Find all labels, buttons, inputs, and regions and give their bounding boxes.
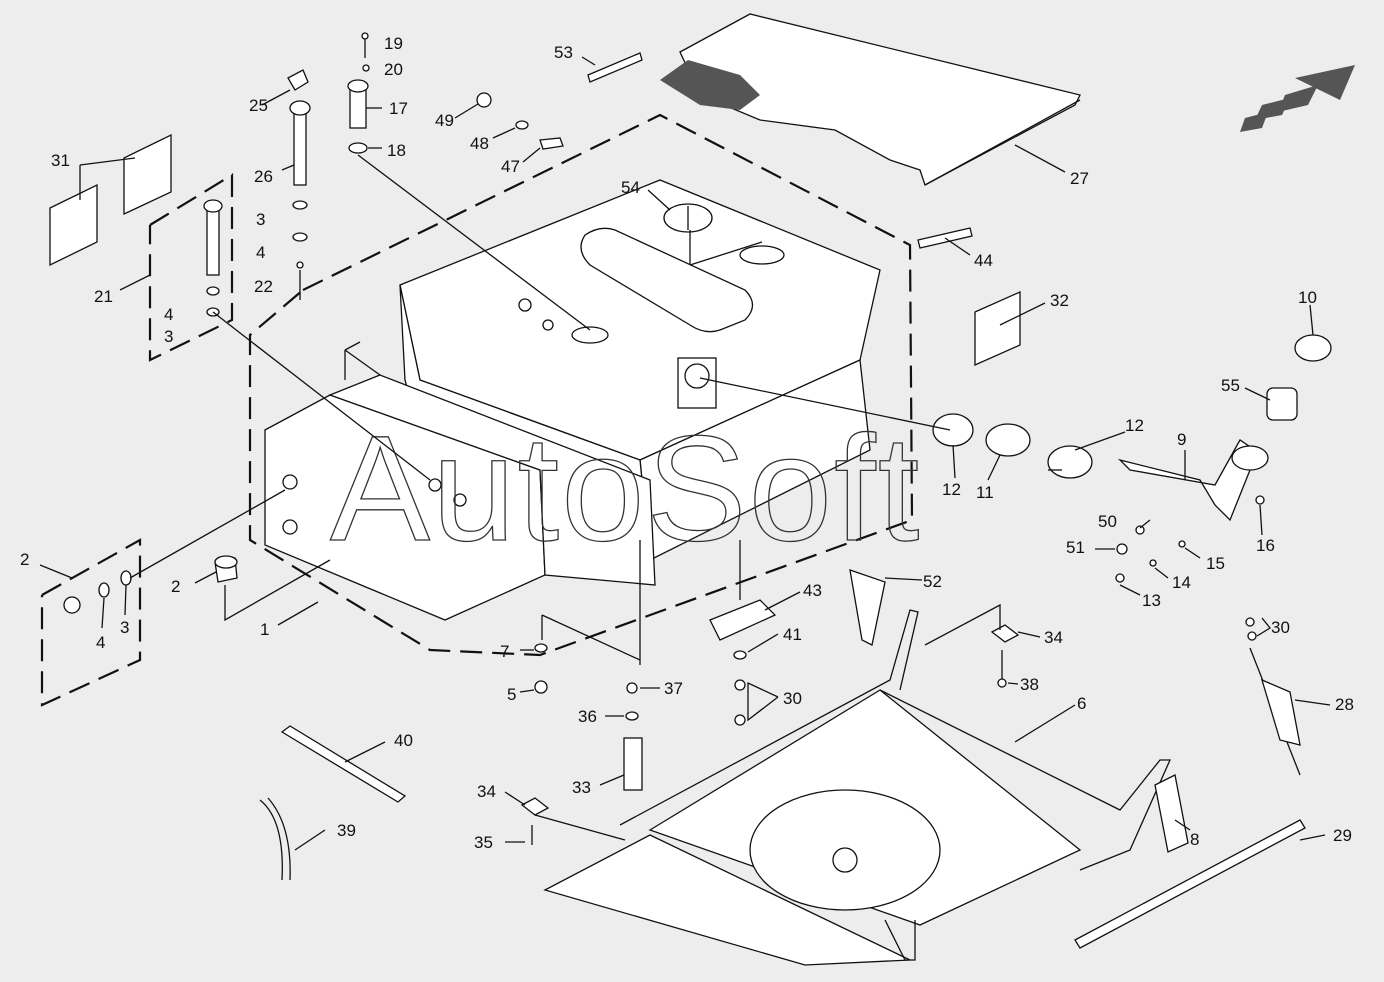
callout-15: 15 [1206,554,1225,573]
callout-21: 21 [94,287,113,306]
callout-10: 10 [1298,288,1317,307]
callout-34b: 34 [477,782,496,801]
callout-39: 39 [337,821,356,840]
callout-51: 51 [1066,538,1085,557]
callout-26: 26 [254,167,273,186]
callout-50: 50 [1098,512,1117,531]
floor-plate [660,13,1081,186]
callout-3b: 3 [164,327,173,346]
callout-32: 32 [1050,291,1069,310]
callout-34a: 34 [1044,628,1063,647]
callout-3c: 3 [120,618,129,637]
callout-12b: 12 [1125,416,1144,435]
callout-4c: 4 [96,633,105,652]
callout-4a: 4 [256,243,265,262]
callout-38: 38 [1020,675,1039,694]
callout-6: 6 [1077,694,1086,713]
callout-37: 37 [664,679,683,698]
callout-28: 28 [1335,695,1354,714]
callout-22: 22 [254,277,273,296]
callout-5: 5 [507,685,516,704]
callout-25: 25 [249,96,268,115]
callout-27: 27 [1070,169,1089,188]
callout-13: 13 [1142,591,1161,610]
callout-16: 16 [1256,536,1275,555]
callout-33: 33 [572,778,591,797]
callout-12a: 12 [942,480,961,499]
callout-9: 9 [1177,430,1186,449]
callout-19: 19 [384,34,403,53]
callout-54: 54 [621,178,640,197]
callout-7: 7 [500,642,509,661]
callout-17: 17 [389,99,408,118]
callout-48: 48 [470,134,489,153]
callout-55: 55 [1221,376,1240,395]
direction-arrow-icon [1240,65,1355,132]
callout-44: 44 [974,251,993,270]
callout-47: 47 [501,157,520,176]
callout-20: 20 [384,60,403,79]
callout-29: 29 [1333,826,1352,845]
callout-30a: 30 [783,689,802,708]
callout-2b: 2 [171,577,180,596]
callout-43: 43 [803,581,822,600]
callout-11: 11 [976,483,994,502]
callout-8: 8 [1190,830,1199,849]
callout-49: 49 [435,111,454,130]
callout-41: 41 [783,625,802,644]
callout-4b: 4 [164,305,173,324]
assembly-boundary [248,113,914,657]
callout-52: 52 [923,572,942,591]
callout-2a: 2 [20,550,29,569]
callout-1: 1 [260,620,269,639]
callout-36: 36 [578,707,597,726]
callout-14: 14 [1172,573,1191,592]
callout-labels: 1 2 2 3 3 3 4 4 4 5 6 7 8 9 10 11 12 12 … [20,34,1354,852]
callout-53: 53 [554,43,573,62]
callout-18: 18 [387,141,406,160]
callout-3a: 3 [256,210,265,229]
callout-35: 35 [474,833,493,852]
watermark: AutoSoft [330,404,921,572]
callout-40: 40 [394,731,413,750]
callout-31: 31 [51,151,70,170]
callout-30b: 30 [1271,618,1290,637]
tank-frame [543,609,1172,966]
